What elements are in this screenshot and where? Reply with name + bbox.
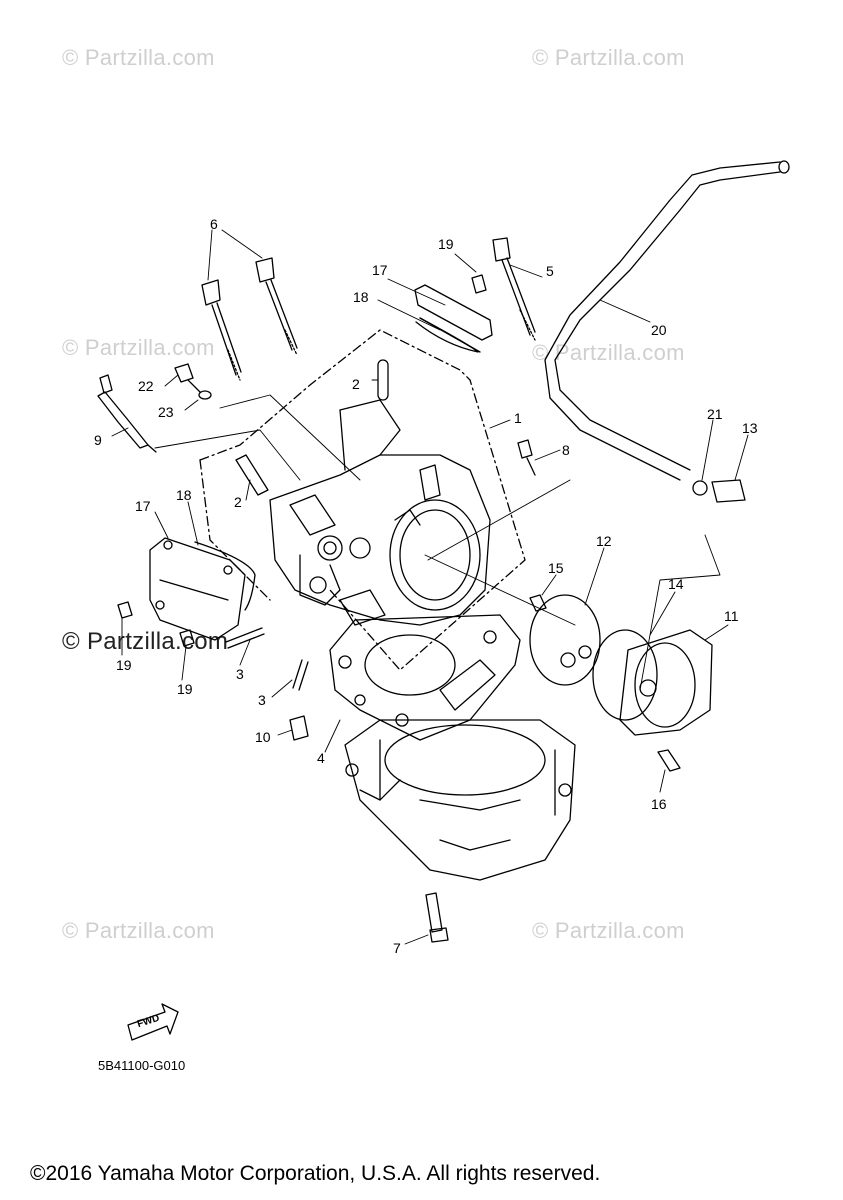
washer — [198, 390, 212, 400]
callout-label: 3 — [236, 666, 244, 682]
watermark: © Partzilla.com — [532, 918, 685, 943]
callout-label: 23 — [158, 404, 174, 420]
small-bolt — [174, 363, 201, 393]
callout-label: 19 — [116, 657, 132, 673]
callout-label: 17 — [372, 262, 388, 278]
callout-label: 1 — [514, 410, 522, 426]
head-bolt — [201, 279, 242, 381]
bolt — [529, 594, 547, 612]
callout-label: 6 — [210, 216, 218, 232]
dowel-pin — [377, 359, 389, 401]
callout-label: 5 — [546, 263, 554, 279]
hose-clip — [692, 480, 708, 496]
callout-label: 22 — [138, 378, 154, 394]
callout-label: 18 — [353, 289, 369, 305]
cover — [619, 629, 713, 736]
dowel-pin — [235, 454, 269, 496]
head-bolt — [255, 257, 298, 356]
callout-label: 11 — [724, 608, 739, 624]
callout-label: 19 — [438, 236, 454, 252]
callout-label: 10 — [255, 729, 271, 745]
callout-label: 12 — [596, 533, 612, 549]
valve-cover-side — [149, 537, 256, 641]
callout-label: 9 — [94, 432, 102, 448]
head-gasket — [329, 614, 521, 741]
callout-label: 21 — [707, 406, 723, 422]
callout-label: 16 — [651, 796, 667, 812]
watermark: © Partzilla.com — [62, 918, 215, 943]
callout-label: 8 — [562, 442, 570, 458]
callout-label: 18 — [176, 487, 192, 503]
watermark: © Partzilla.com — [532, 340, 685, 365]
breather-hose — [544, 160, 790, 481]
bolt — [517, 439, 536, 476]
callout-label: 3 — [258, 692, 266, 708]
callout-label: 7 — [393, 940, 401, 956]
fwd-arrow-icon — [127, 1003, 179, 1041]
copyright-notice: ©2016 Yamaha Motor Corporation, U.S.A. A… — [30, 1162, 601, 1185]
callout-label: 13 — [742, 420, 758, 436]
union-fitting — [711, 479, 746, 503]
o-ring — [592, 629, 658, 721]
stud — [225, 627, 265, 649]
callout-label: 15 — [548, 560, 564, 576]
callout-label: 14 — [668, 576, 684, 592]
plate — [529, 594, 601, 686]
spacer — [289, 715, 309, 741]
bolt — [657, 749, 681, 772]
watermark: © Partzilla.com — [62, 335, 215, 360]
leader-lines — [111, 229, 749, 945]
bolt — [425, 892, 449, 943]
callout-label: 20 — [651, 322, 667, 338]
cylinder-block — [344, 719, 576, 881]
watermark: © Partzilla.com — [62, 45, 215, 70]
diagram-part-code: 5B41100-G010 — [98, 1058, 186, 1073]
callout-label: 4 — [317, 750, 325, 766]
head-envelope-outline — [199, 459, 271, 601]
valve-cover-top — [414, 284, 493, 353]
bolt — [471, 274, 487, 294]
watermark: © Partzilla.com — [532, 45, 685, 70]
watermark: © Partzilla.com — [62, 628, 229, 655]
long-bolt — [492, 237, 536, 341]
callout-label: 2 — [234, 494, 242, 510]
head-envelope-outline — [199, 329, 526, 671]
callout-label: 2 — [352, 376, 360, 392]
spark-plug — [97, 374, 157, 453]
bolt — [117, 601, 133, 619]
cylinder-head — [269, 399, 491, 626]
bolt — [179, 629, 195, 647]
callout-label: 19 — [177, 681, 193, 697]
callout-label: 17 — [135, 498, 151, 514]
stud — [292, 659, 309, 691]
